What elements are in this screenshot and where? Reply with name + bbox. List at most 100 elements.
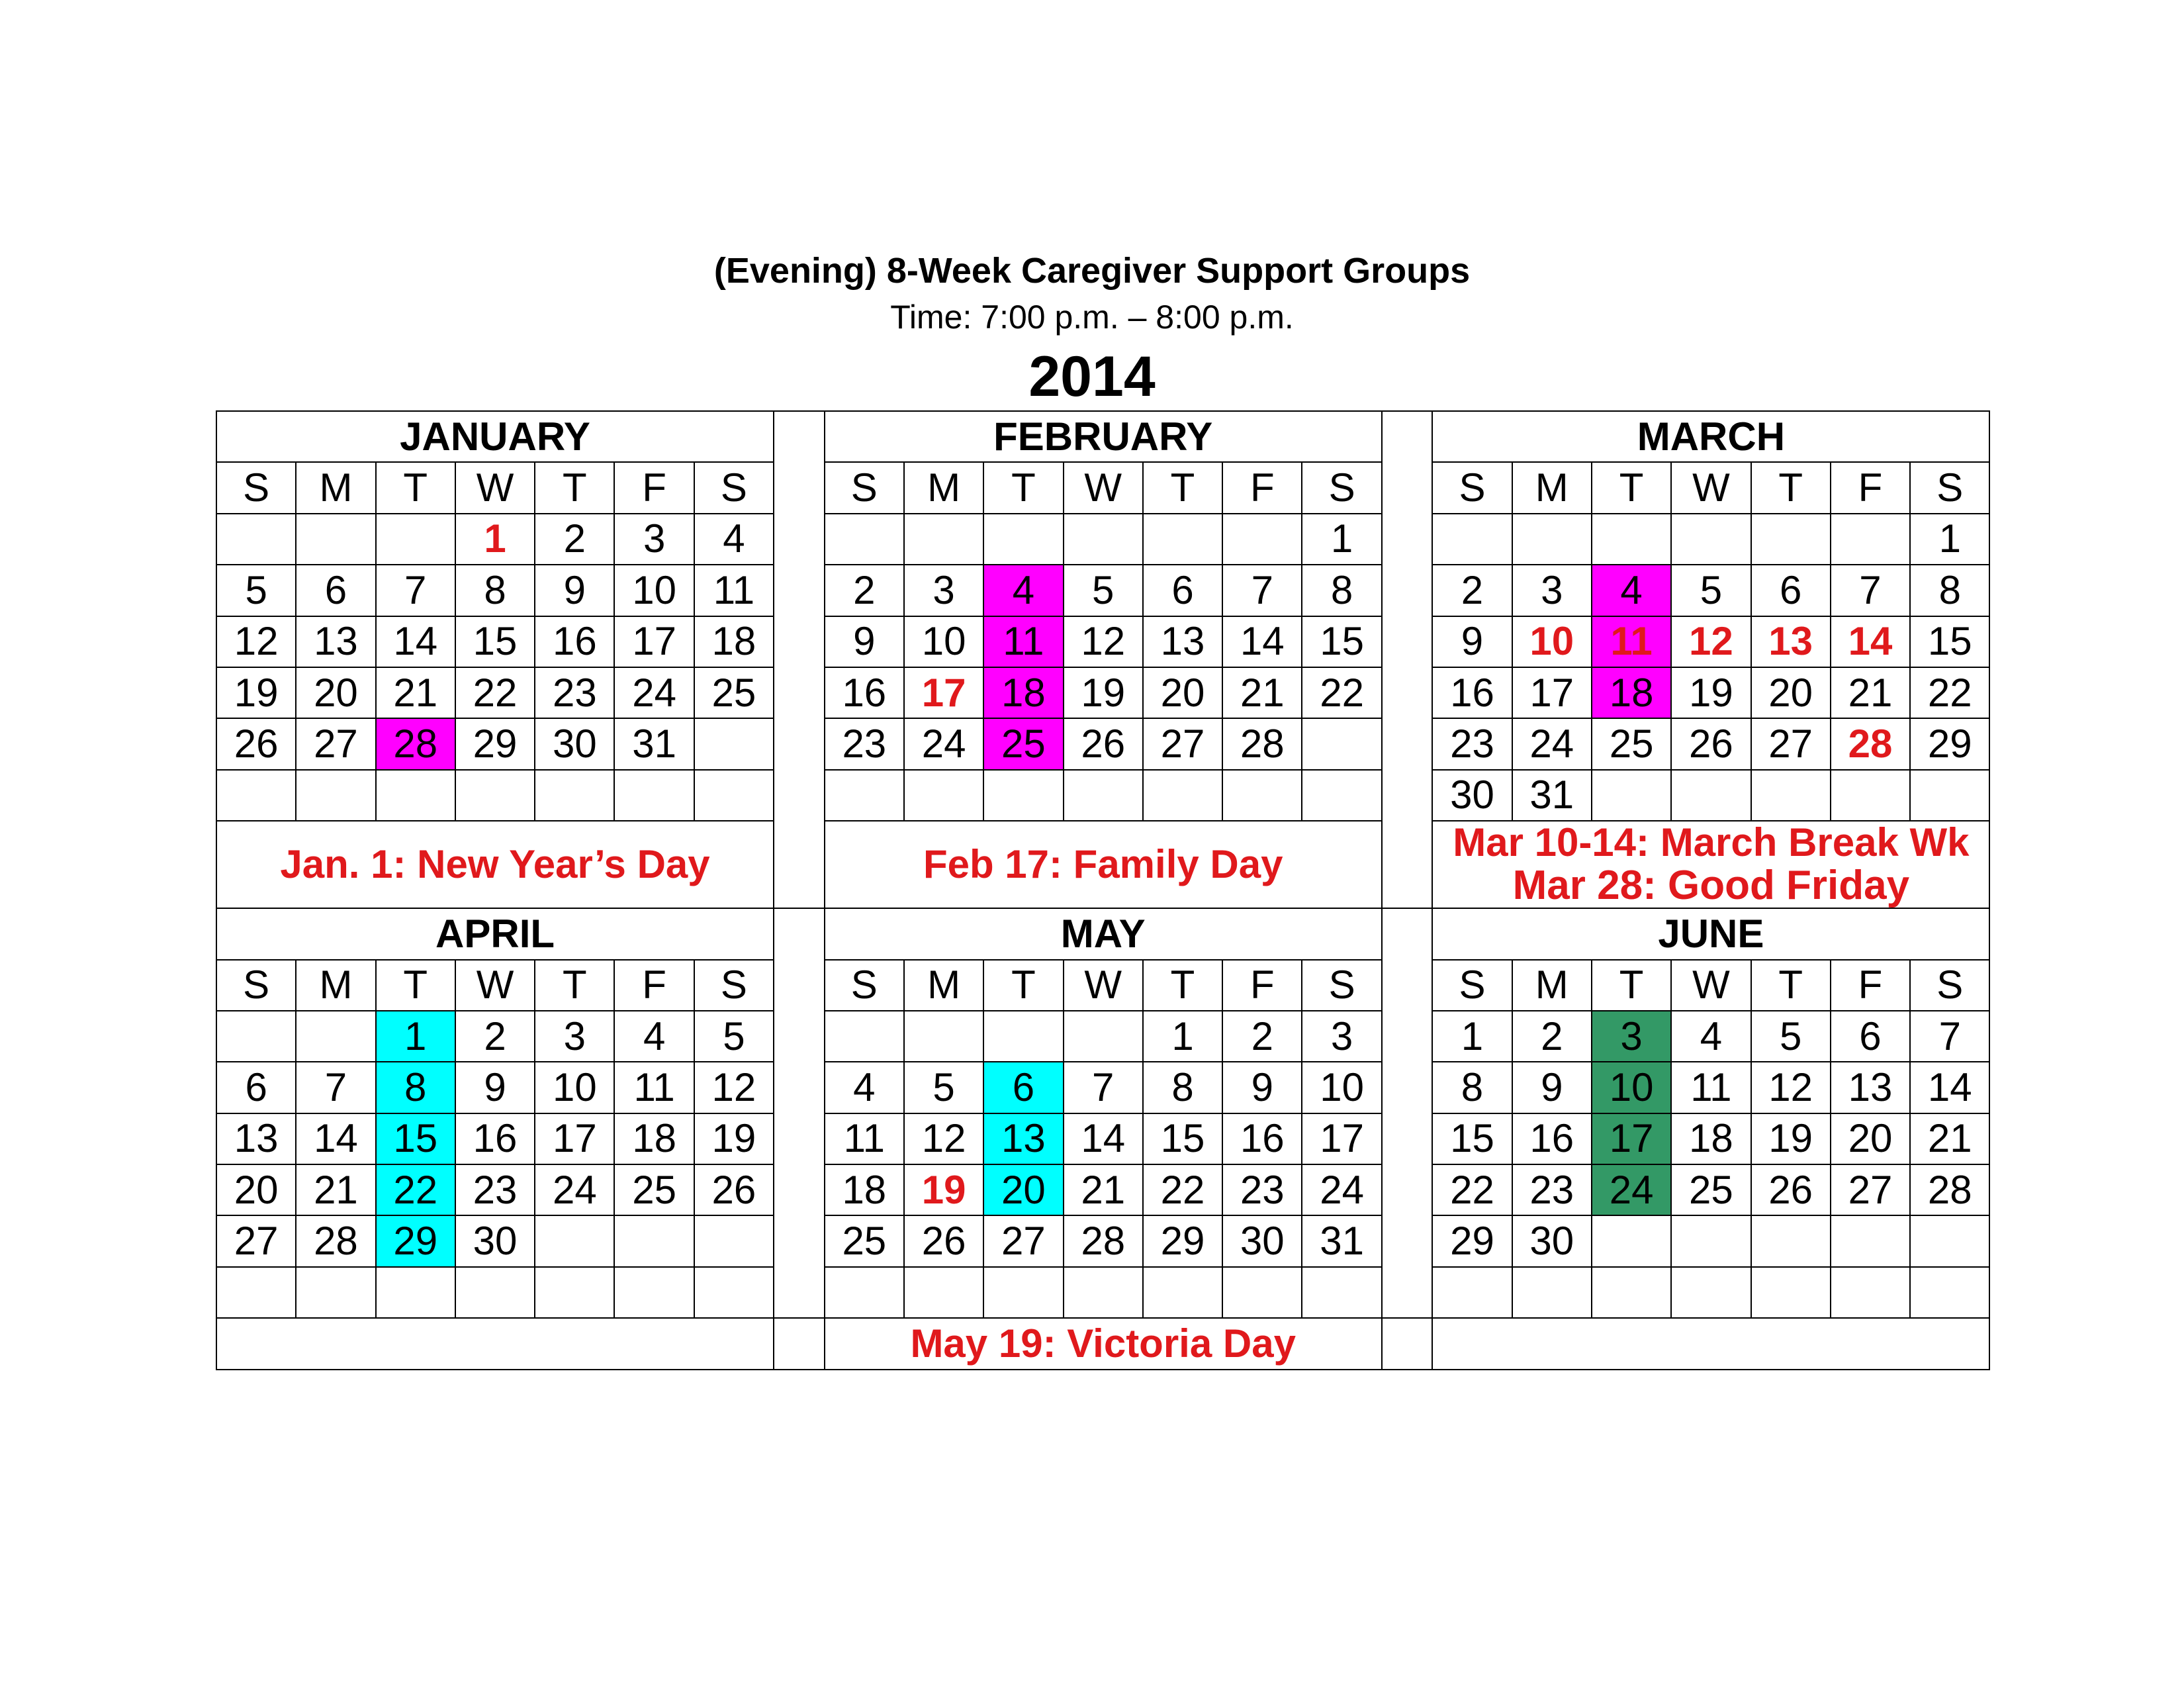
day-cell: 30 [1432, 769, 1513, 822]
day-cell: 12 [903, 1112, 985, 1166]
day-header: T [983, 461, 1064, 514]
day-cell: 16 [823, 666, 905, 720]
day-cell: 25 [614, 1164, 695, 1217]
empty-cell [903, 1009, 985, 1063]
day-cell: 4 [693, 512, 775, 566]
day-cell: 14 [1909, 1061, 1991, 1114]
holiday-note-may: May 19: Victoria Day [823, 1317, 1383, 1370]
empty-cell [1301, 718, 1383, 771]
day-cell: 17 [614, 615, 695, 668]
notes-row: May 19: Victoria Day [215, 1317, 1991, 1370]
day-cell: 6 [1142, 564, 1224, 617]
empty-cell [693, 718, 775, 771]
holiday-note-line: Jan. 1: New Year’s Day [280, 842, 710, 887]
empty-cell [1511, 512, 1592, 566]
day-cell: 29 [1142, 1215, 1224, 1268]
empty-cell [983, 1266, 1064, 1319]
empty-cell [1062, 1266, 1144, 1319]
day-cell: 11 [1670, 1061, 1752, 1114]
day-cell: 3 [1590, 1009, 1672, 1063]
day-cell: 25 [693, 666, 775, 720]
day-cell: 19 [693, 1112, 775, 1166]
month-name-march: MARCH [1432, 410, 1991, 463]
empty-cell [295, 769, 377, 822]
empty-cell [983, 512, 1064, 566]
day-cell: 6 [1829, 1009, 1911, 1063]
day-cell: 21 [375, 666, 456, 720]
day-header: S [693, 959, 775, 1011]
day-cell: 21 [1909, 1112, 1991, 1166]
day-cell: 10 [1301, 1061, 1383, 1114]
empty-cell [1590, 512, 1672, 566]
day-cell: 19 [215, 666, 297, 720]
day-cell: 3 [614, 512, 695, 566]
day-header: F [1222, 461, 1303, 514]
day-cell: 30 [534, 718, 615, 771]
day-cell: 25 [1590, 718, 1672, 771]
day-cell: 27 [983, 1215, 1064, 1268]
day-cell: 6 [295, 564, 377, 617]
week-row [215, 1266, 1991, 1319]
day-cell: 2 [1222, 1009, 1303, 1063]
day-cell: 11 [1590, 615, 1672, 668]
day-cell: 26 [693, 1164, 775, 1217]
day-cell: 24 [1511, 718, 1592, 771]
day-cell: 5 [1670, 564, 1752, 617]
day-cell: 22 [1301, 666, 1383, 720]
day-cell: 29 [1909, 718, 1991, 771]
day-cell: 2 [823, 564, 905, 617]
day-cell: 12 [1670, 615, 1752, 668]
empty-cell [823, 1266, 905, 1319]
column-gap [1381, 908, 1433, 1319]
day-cell: 24 [903, 718, 985, 771]
empty-cell [295, 1266, 377, 1319]
day-header: T [1750, 959, 1831, 1011]
day-cell: 31 [614, 718, 695, 771]
day-cell: 1 [1909, 512, 1991, 566]
day-header: T [1590, 461, 1672, 514]
day-header: F [614, 461, 695, 514]
empty-cell [1511, 1266, 1592, 1319]
time-line: Time: 7:00 p.m. – 8:00 p.m. [890, 299, 1294, 336]
day-header: T [1750, 461, 1831, 514]
day-cell: 9 [454, 1061, 536, 1114]
empty-cell [1432, 512, 1513, 566]
day-cell: 21 [1062, 1164, 1144, 1217]
day-cell: 23 [534, 666, 615, 720]
day-cell: 21 [1222, 666, 1303, 720]
month-name-april: APRIL [215, 908, 775, 961]
empty-cell [1062, 1009, 1144, 1063]
day-cell: 20 [215, 1164, 297, 1217]
day-header: S [1301, 959, 1383, 1011]
day-cell: 22 [1909, 666, 1991, 720]
empty-cell [823, 769, 905, 822]
day-header: W [1670, 461, 1752, 514]
day-cell: 18 [1670, 1112, 1752, 1166]
day-cell: 6 [1750, 564, 1831, 617]
day-cell: 9 [1511, 1061, 1592, 1114]
day-cell: 28 [295, 1215, 377, 1268]
empty-cell [534, 1215, 615, 1268]
day-cell: 29 [454, 718, 536, 771]
day-cell: 4 [1590, 564, 1672, 617]
empty-cell [1750, 1215, 1831, 1268]
empty-cell [693, 1215, 775, 1268]
day-cell: 24 [534, 1164, 615, 1217]
empty-cell [903, 1266, 985, 1319]
day-cell: 15 [1142, 1112, 1224, 1166]
day-header: S [1301, 461, 1383, 514]
empty-cell [1301, 769, 1383, 822]
day-cell: 25 [983, 718, 1064, 771]
day-cell: 22 [375, 1164, 456, 1217]
day-header: W [454, 959, 536, 1011]
empty-cell [1142, 1266, 1224, 1319]
day-cell: 1 [375, 1009, 456, 1063]
day-cell: 20 [1750, 666, 1831, 720]
day-cell: 28 [375, 718, 456, 771]
